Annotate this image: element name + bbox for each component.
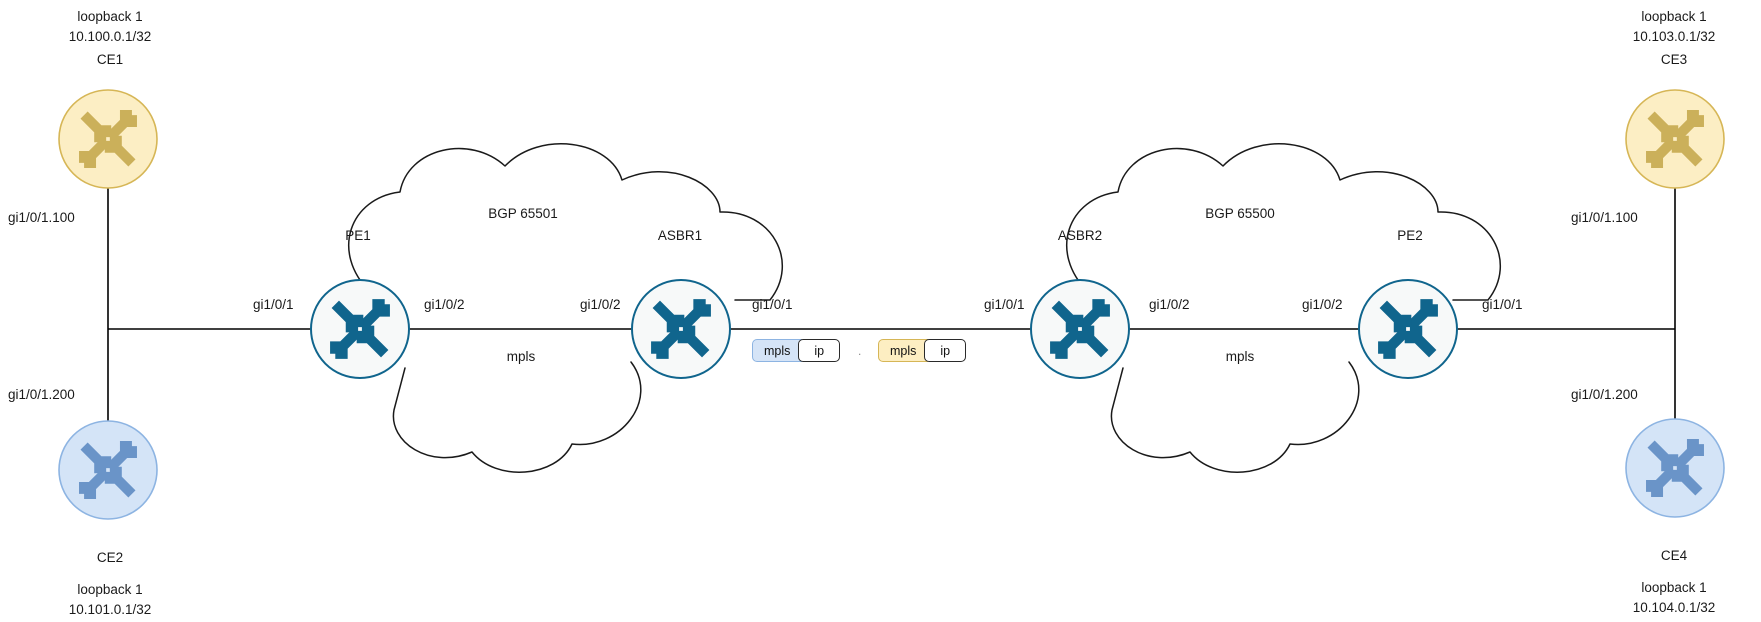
ce2-name-label: CE2 xyxy=(96,550,124,565)
link-label-ce3-trunk: gi1/0/1.100 xyxy=(1571,210,1638,225)
asbr1-name-label: ASBR1 xyxy=(657,228,703,243)
node-ce2[interactable] xyxy=(58,420,158,520)
packet-yellow: mpls ip xyxy=(878,339,967,362)
link-label-ce2-trunk: gi1/0/1.200 xyxy=(8,387,75,402)
link-label-pe1-gi2: gi1/0/2 xyxy=(424,297,465,312)
packet-blue: mpls ip xyxy=(752,339,841,362)
pe1-name-label: PE1 xyxy=(345,228,371,243)
ce3-name-label: CE3 xyxy=(1660,52,1688,67)
link-label-pe2-gi2: gi1/0/2 xyxy=(1302,297,1343,312)
ce1-name-label: CE1 xyxy=(96,52,124,67)
links-layer xyxy=(107,188,1676,421)
link-label-pe2-gi1: gi1/0/1 xyxy=(1482,297,1523,312)
pe2-name-label: PE2 xyxy=(1397,228,1423,243)
node-asbr1[interactable] xyxy=(631,279,731,379)
node-ce3[interactable] xyxy=(1625,89,1725,189)
node-asbr2[interactable] xyxy=(1030,279,1130,379)
ce1-loopback-label: loopback 1 10.100.0.1/32 xyxy=(68,9,152,44)
cloud-label-bgp-65500: BGP 65500 xyxy=(1205,206,1275,221)
node-pe1[interactable] xyxy=(310,279,410,379)
packet-yellow-mpls-label: mpls xyxy=(878,339,929,362)
node-ce1[interactable] xyxy=(58,89,158,189)
link-label-ce1-trunk: gi1/0/1.100 xyxy=(8,210,75,225)
link-label-asbr2-gi2: gi1/0/2 xyxy=(1149,297,1190,312)
packet-separator-dot: . xyxy=(858,344,862,358)
link-label-mpls-left: mpls xyxy=(506,349,536,364)
link-label-pe1-gi1: gi1/0/1 xyxy=(253,297,294,312)
ce2-loopback-label: loopback 1 10.101.0.1/32 xyxy=(68,582,152,617)
node-pe2[interactable] xyxy=(1358,279,1458,379)
link-label-asbr1-gi2: gi1/0/2 xyxy=(580,297,621,312)
link-label-ce4-trunk: gi1/0/1.200 xyxy=(1571,387,1638,402)
ce4-name-label: CE4 xyxy=(1660,548,1688,563)
cloud-label-bgp-65501: BGP 65501 xyxy=(488,206,558,221)
ce4-loopback-label: loopback 1 10.104.0.1/32 xyxy=(1632,580,1716,615)
asbr2-name-label: ASBR2 xyxy=(1057,228,1103,243)
link-label-asbr1-gi1: gi1/0/1 xyxy=(752,297,793,312)
cloud-bgp-65501 xyxy=(348,143,783,473)
cloud-bgp-65500 xyxy=(1066,143,1501,473)
packet-blue-ip-label: ip xyxy=(798,339,841,362)
packet-blue-mpls-label: mpls xyxy=(752,339,803,362)
link-label-asbr2-gi1: gi1/0/1 xyxy=(984,297,1025,312)
link-label-mpls-right: mpls xyxy=(1225,349,1255,364)
ce3-loopback-label: loopback 1 10.103.0.1/32 xyxy=(1632,9,1716,44)
packet-yellow-ip-label: ip xyxy=(924,339,967,362)
node-ce4[interactable] xyxy=(1625,418,1725,518)
